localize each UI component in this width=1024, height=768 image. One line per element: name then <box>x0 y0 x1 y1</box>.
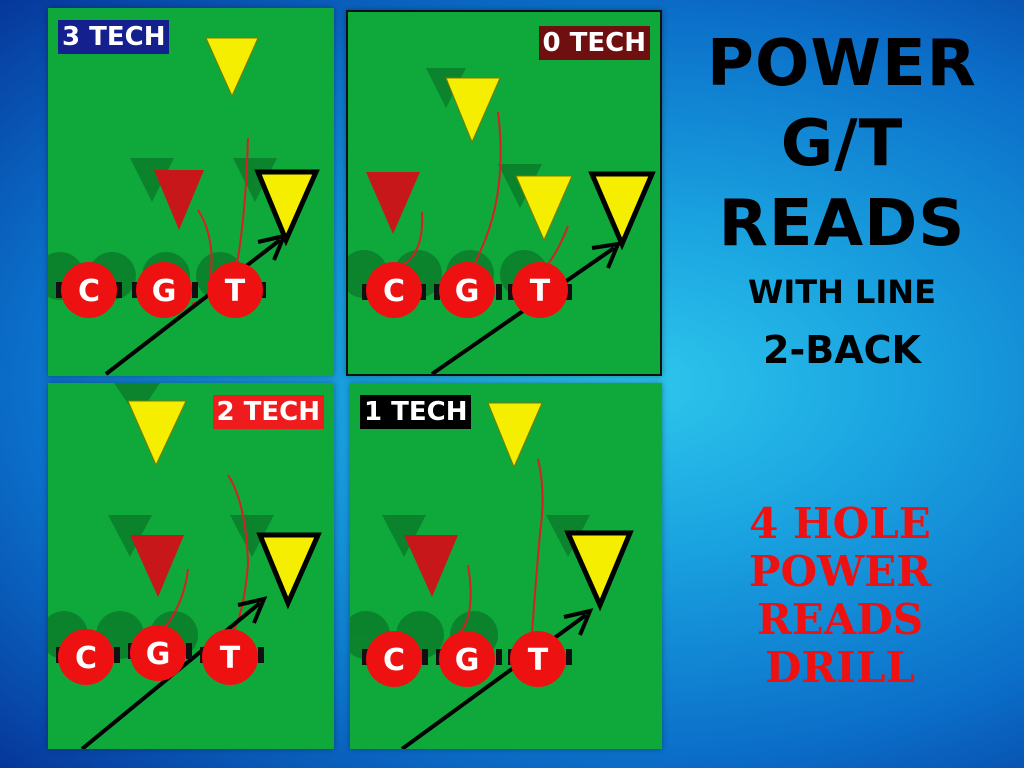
player-tackle: T <box>200 629 264 685</box>
panel-2-field: C G T <box>348 68 656 374</box>
end-marker <box>256 532 322 610</box>
technique-label: 2 TECH <box>212 395 324 429</box>
linebacker-marker <box>487 402 543 469</box>
title-line-2: G/T <box>780 107 904 181</box>
linebacker-marker-2 <box>515 175 573 242</box>
svg-text:C: C <box>75 641 97 676</box>
player-center: C <box>362 262 426 318</box>
svg-text:C: C <box>383 274 405 309</box>
svg-text:T: T <box>220 641 241 676</box>
player-guard: G <box>436 631 502 687</box>
end-marker <box>254 169 320 247</box>
end-marker <box>564 530 634 612</box>
panel-4-field: C G T <box>350 402 634 749</box>
title-line-1: POWER <box>707 27 977 101</box>
svg-text:G: G <box>146 637 171 672</box>
back-path-arrowhead <box>591 241 622 269</box>
drill-line-4: DRILL <box>764 643 916 692</box>
player-center: C <box>56 629 120 685</box>
svg-text:T: T <box>225 274 246 309</box>
player-tackle: T <box>508 631 572 687</box>
svg-text:G: G <box>152 274 177 309</box>
player-center: C <box>56 262 122 318</box>
diagram-panel-0-tech: C G T 0 TECH <box>346 10 662 376</box>
diagram-panel-1-tech: C G T 1 TECH <box>350 383 662 749</box>
linebacker-marker <box>445 77 501 144</box>
drill-line-2: POWER <box>748 547 932 596</box>
drill-line-3: READS <box>756 595 924 644</box>
read-path-center <box>403 211 424 265</box>
read-path-guard <box>161 568 189 632</box>
backfield-label: 2-BACK <box>763 328 921 372</box>
player-guard: G <box>128 625 192 681</box>
read-path-guard <box>459 564 472 634</box>
player-center: C <box>362 631 428 687</box>
end-marker <box>588 171 656 251</box>
diagram-panel-2-tech: C G T 2 TECH <box>48 383 334 749</box>
drill-name: 4 HOLE POWER READS DRILL <box>690 500 990 692</box>
drill-line-1: 4 HOLE <box>749 499 931 548</box>
slide-title: POWER G/T READS WITH LINE 2-BACK <box>672 24 1012 380</box>
back-path-arrowhead <box>237 596 268 624</box>
panel-3-field: C G T <box>48 383 322 749</box>
svg-text:G: G <box>455 643 480 678</box>
back-path-arrowhead <box>257 233 288 261</box>
defensive-lineman-marker <box>366 172 420 234</box>
back-path-arrow <box>104 238 282 376</box>
read-path-tackle <box>227 474 250 634</box>
subtitle: WITH LINE <box>748 273 936 311</box>
svg-text:T: T <box>530 274 551 309</box>
read-path-tackle <box>531 458 544 634</box>
svg-text:C: C <box>78 274 100 309</box>
linebacker-marker <box>127 400 187 467</box>
svg-text:C: C <box>383 643 405 678</box>
svg-text:G: G <box>455 274 480 309</box>
diagram-panel-3-tech: C G T 3 TECH <box>48 8 334 376</box>
player-guard: G <box>132 262 198 318</box>
technique-label: 1 TECH <box>360 395 472 429</box>
title-line-3: READS <box>718 187 966 261</box>
technique-label: 0 TECH <box>538 26 650 60</box>
player-tackle: T <box>508 262 572 318</box>
defensive-lineman-marker <box>404 535 458 597</box>
linebacker-marker <box>205 37 259 98</box>
player-tackle: T <box>207 262 266 318</box>
player-guard: G <box>434 262 502 318</box>
technique-label: 3 TECH <box>58 20 170 54</box>
defensive-lineman-marker <box>130 535 184 597</box>
defensive-lineman-marker <box>154 170 204 230</box>
panel-1-field: C G T <box>48 37 320 376</box>
svg-text:T: T <box>528 643 549 678</box>
back-path-arrowhead <box>563 608 594 636</box>
